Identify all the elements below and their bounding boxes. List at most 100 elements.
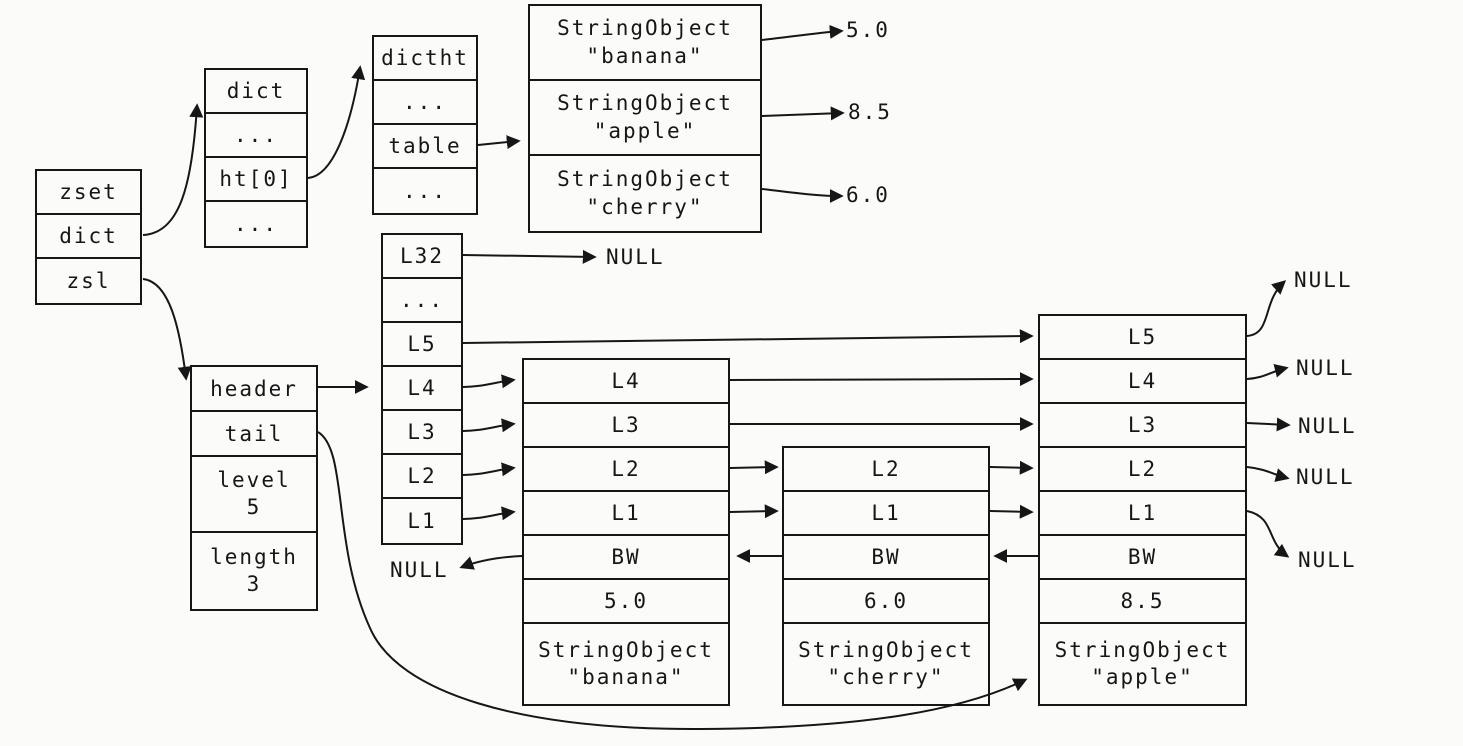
- bucket-entry-banana: StringObject "banana": [530, 6, 760, 81]
- zset-field-dict: dict: [37, 215, 140, 259]
- dict-field-ht0: ht[0]: [206, 158, 306, 202]
- arrow-head-l1-to-banana: [462, 506, 516, 521]
- zskiplist-struct: header tail level 5 length 3: [190, 365, 318, 611]
- node-score: 8.5: [1040, 580, 1245, 624]
- node-backward: BW: [784, 536, 988, 580]
- node-level-l2: L2: [784, 448, 988, 492]
- level-label: level: [217, 467, 291, 492]
- length-value: 3: [246, 572, 262, 596]
- object-value: "banana": [567, 665, 685, 689]
- dictht-struct: dictht ... table ...: [372, 35, 478, 215]
- node-backward: BW: [524, 536, 728, 580]
- null-label-l2: NULL: [1296, 465, 1355, 489]
- zsl-field-tail: tail: [192, 412, 316, 457]
- arrow-cherry-l2-to-apple: [989, 460, 1034, 475]
- arrow-cherry-l1-to-apple: [989, 504, 1034, 519]
- arrow-head-l4-to-banana: [462, 374, 516, 389]
- node-level-l1: L1: [784, 492, 988, 536]
- arrow-apple-l1-to-null: [1246, 510, 1290, 558]
- dict-field-ellipsis-2: ...: [234, 212, 278, 236]
- zsl-field-level: level 5: [192, 457, 316, 533]
- arrow-apple-l3-to-null: [1246, 417, 1291, 432]
- node-level-l2: L2: [524, 448, 728, 492]
- arrow-banana-to-score: [761, 24, 844, 41]
- node-level-l4: L4: [524, 360, 728, 404]
- arrow-table-to-bucket: [477, 135, 521, 150]
- node-level-l2: L2: [1040, 448, 1245, 492]
- arrow-apple-to-score: [761, 106, 845, 121]
- arrow-head-l3-to-banana: [462, 418, 516, 433]
- dictht-field-ellipsis-1: ...: [374, 81, 476, 125]
- node-level-l4: L4: [1040, 360, 1245, 404]
- arrow-banana-l2-to-cherry: [729, 460, 779, 475]
- node-level-l3: L3: [1040, 404, 1245, 448]
- object-type: StringObject: [557, 91, 733, 116]
- hash-bucket-table: StringObject "banana" StringObject "appl…: [528, 4, 762, 233]
- object-value: "cherry": [827, 665, 945, 689]
- skiplist-node-apple: L5 L4 L3 L2 L1 BW 8.5 StringObject "appl…: [1038, 314, 1247, 706]
- bucket-entry-apple: StringObject "apple": [530, 81, 760, 156]
- zsl-field-header: header: [192, 367, 316, 412]
- object-value: "cherry": [586, 194, 704, 219]
- object-type: StringObject: [1054, 637, 1231, 662]
- null-label-l4: NULL: [1296, 356, 1355, 380]
- dict-struct: dict ... ht[0] ...: [204, 68, 308, 248]
- null-label-l3: NULL: [1298, 414, 1357, 438]
- null-label-banana-bw: NULL: [390, 558, 449, 582]
- dict-field-ellipsis-1: ...: [206, 114, 306, 158]
- object-type: StringObject: [798, 637, 974, 662]
- node-level-l1: L1: [1040, 492, 1245, 536]
- node-level-l1: L1: [524, 492, 728, 536]
- score-apple: 8.5: [848, 100, 892, 124]
- bucket-entry-cherry: StringObject "cherry": [530, 156, 760, 231]
- arrow-apple-l5-to-null: [1246, 280, 1287, 337]
- skiplist-node-banana: L4 L3 L2 L1 BW 5.0 StringObject "banana": [522, 358, 730, 706]
- arrow-banana-l1-to-cherry: [729, 504, 779, 519]
- arrow-banana-l4-to-apple: [729, 372, 1034, 387]
- zset-field-zsl: zsl: [66, 269, 111, 293]
- null-label-l5: NULL: [1294, 268, 1353, 292]
- object-type: StringObject: [557, 167, 733, 192]
- dictht-field-ellipsis-2: ...: [403, 179, 447, 203]
- skiplist-header-node: L32 ... L5 L4 L3 L2 L1: [381, 233, 463, 545]
- score-cherry: 6.0: [846, 183, 890, 207]
- arrow-zset-zsl-to-zsl: [142, 278, 192, 381]
- dictht-field-table: table: [374, 125, 476, 169]
- length-label: length: [210, 544, 298, 569]
- zset-field-zset: zset: [37, 171, 140, 215]
- arrow-zset-dict-to-dict: [142, 103, 204, 236]
- object-value: "banana": [586, 43, 704, 68]
- node-level-l3: L3: [524, 404, 728, 448]
- node-object: StringObject "banana": [524, 624, 728, 704]
- node-score: 5.0: [524, 580, 728, 624]
- arrow-apple-l2-to-null: [1246, 466, 1290, 482]
- head-level-l32: L32: [383, 235, 461, 279]
- dict-field-type: dict: [206, 70, 306, 114]
- null-label-l1: NULL: [1298, 548, 1357, 572]
- head-level-l3: L3: [383, 411, 461, 455]
- head-level-l4: L4: [383, 367, 461, 411]
- object-type: StringObject: [538, 637, 714, 662]
- arrow-ht0-to-dictht: [307, 65, 366, 179]
- zsl-field-length: length 3: [192, 533, 316, 609]
- head-level-ellipsis: ...: [383, 279, 461, 323]
- arrow-head-l2-to-banana: [462, 462, 516, 477]
- head-level-l1: L1: [407, 509, 437, 533]
- arrow-l32-to-null: [462, 249, 597, 264]
- score-banana: 5.0: [846, 18, 890, 42]
- skiplist-node-cherry: L2 L1 BW 6.0 StringObject "cherry": [782, 446, 990, 706]
- zset-struct: zset dict zsl: [35, 169, 142, 305]
- node-backward: BW: [1040, 536, 1245, 580]
- object-type: StringObject: [557, 16, 733, 41]
- node-score: 6.0: [784, 580, 988, 624]
- arrow-cherry-to-score: [761, 188, 844, 203]
- object-value: "apple": [593, 118, 697, 143]
- arrow-head-l5-to-apple: [462, 329, 1034, 344]
- head-level-l2: L2: [383, 455, 461, 499]
- node-level-l5: L5: [1040, 316, 1245, 360]
- dictht-field-type: dictht: [374, 37, 476, 81]
- null-label-l32: NULL: [606, 245, 665, 269]
- node-object: StringObject "apple": [1040, 624, 1245, 704]
- object-value: "apple": [1091, 665, 1194, 689]
